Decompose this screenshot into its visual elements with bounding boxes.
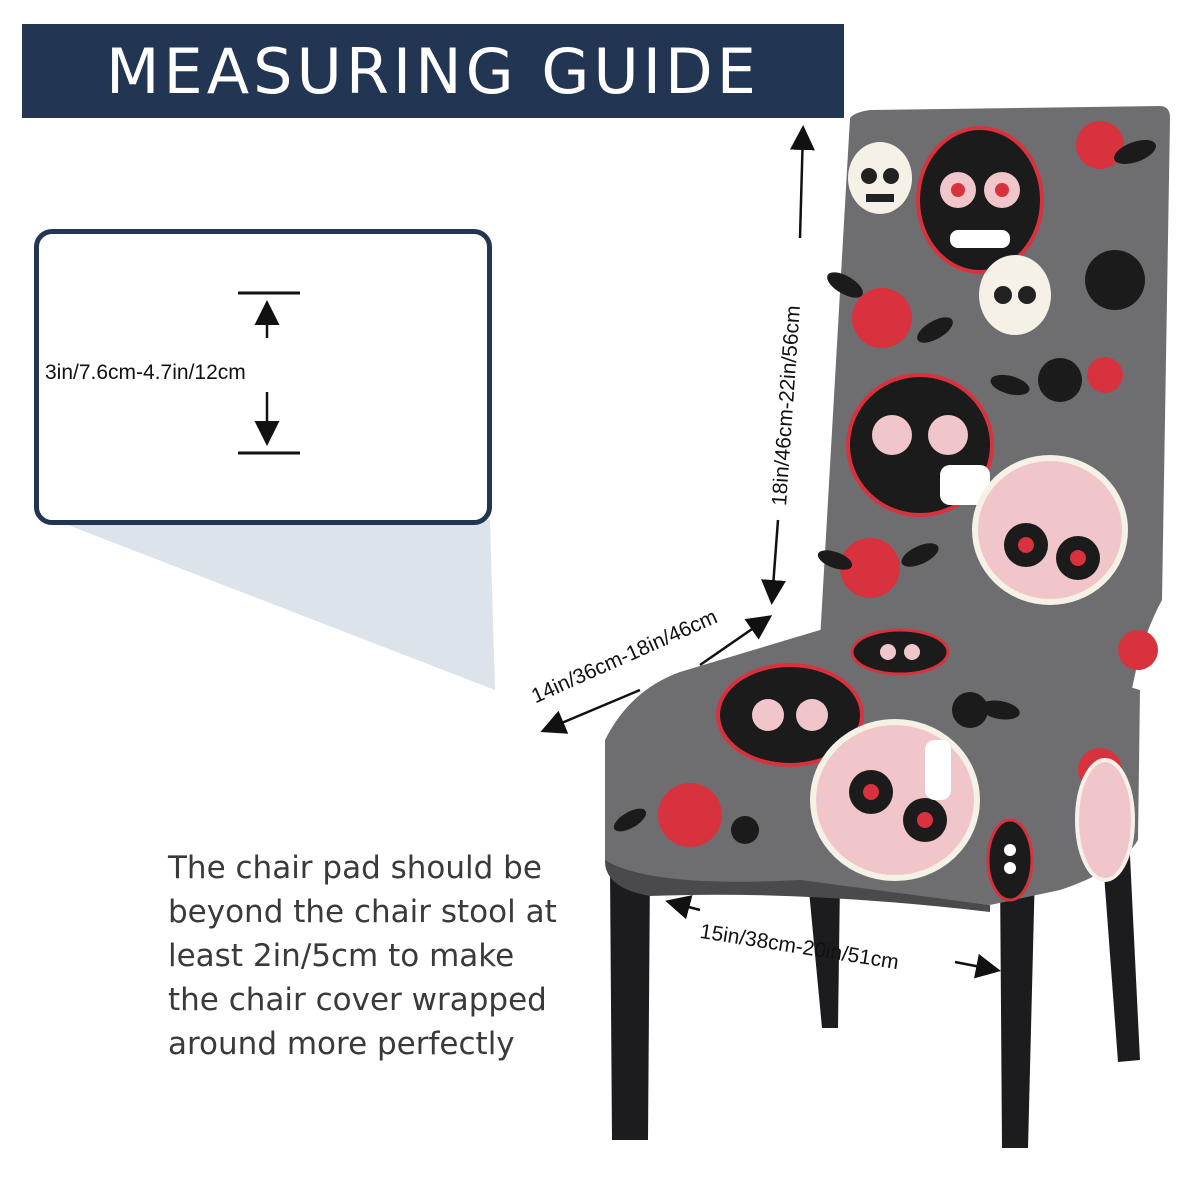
seat-depth-arrow — [540, 615, 773, 734]
seat-width-arrow — [665, 895, 1001, 979]
note-line: least 2in/5cm to make — [168, 938, 515, 974]
callout-wedge — [55, 520, 495, 690]
fabric-pattern — [613, 121, 1158, 902]
note-line: around more perfectly — [168, 1026, 515, 1062]
thickness-label: 3in/7.6cm-4.7in/12cm — [45, 361, 246, 384]
fit-note: The chair pad should be beyond the chair… — [168, 846, 608, 1066]
page-title: MEASURING GUIDE — [106, 34, 760, 108]
thickness-detail-box — [34, 229, 492, 525]
note-line: beyond the chair stool at — [168, 894, 557, 930]
back-height-arrow — [761, 125, 815, 605]
note-line: The chair pad should be — [168, 850, 542, 886]
note-line: the chair cover wrapped — [168, 982, 547, 1018]
header-banner: MEASURING GUIDE — [22, 24, 844, 118]
